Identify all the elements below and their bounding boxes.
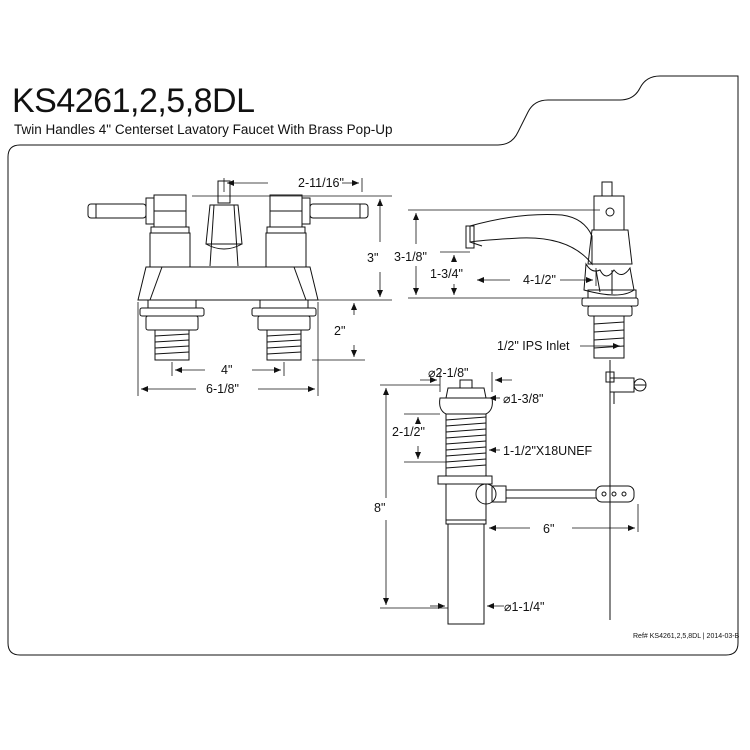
dim-flange-diameter: ⌀2-1/8" xyxy=(428,366,468,380)
dim-rod-length: 6" xyxy=(543,522,554,536)
popup-dimensions xyxy=(380,372,639,609)
reference-code: Ref# KS4261,2,5,8DL | 2014-03-B xyxy=(633,633,740,640)
dim-thread-spec: 1-1/2"X18UNEF xyxy=(503,444,593,458)
dim-body-height: 2-1/2" xyxy=(392,425,425,439)
dim-faucet-height: 3" xyxy=(367,251,378,265)
product-description: Twin Handles 4" Centerset Lavatory Fauce… xyxy=(14,122,393,137)
dim-centers: 4" xyxy=(221,363,232,377)
dim-spout-reach: 4-1/2" xyxy=(523,273,556,287)
front-dimensions xyxy=(137,178,392,396)
popup-drain xyxy=(437,360,647,625)
dim-shank-length: 2" xyxy=(334,324,345,338)
model-title: KS4261,2,5,8DL xyxy=(12,82,255,120)
dim-tailpiece-diameter: ⌀1-1/4" xyxy=(504,600,544,614)
side-view xyxy=(465,181,639,359)
dim-overall-width: 6-1/8" xyxy=(206,382,239,396)
dim-opening-diameter: ⌀1-3/8" xyxy=(503,392,543,406)
side-dimensions xyxy=(408,209,620,349)
dim-spout-offset: 2-11/16" xyxy=(298,176,344,190)
inlet-label: 1/2" IPS Inlet xyxy=(497,339,570,353)
front-view xyxy=(87,180,369,361)
dim-side-height: 3-1/8" xyxy=(394,250,427,264)
dim-drain-total-height: 8" xyxy=(374,501,385,515)
dim-spout-height: 1-3/4" xyxy=(430,267,463,281)
page-frame xyxy=(7,75,739,656)
